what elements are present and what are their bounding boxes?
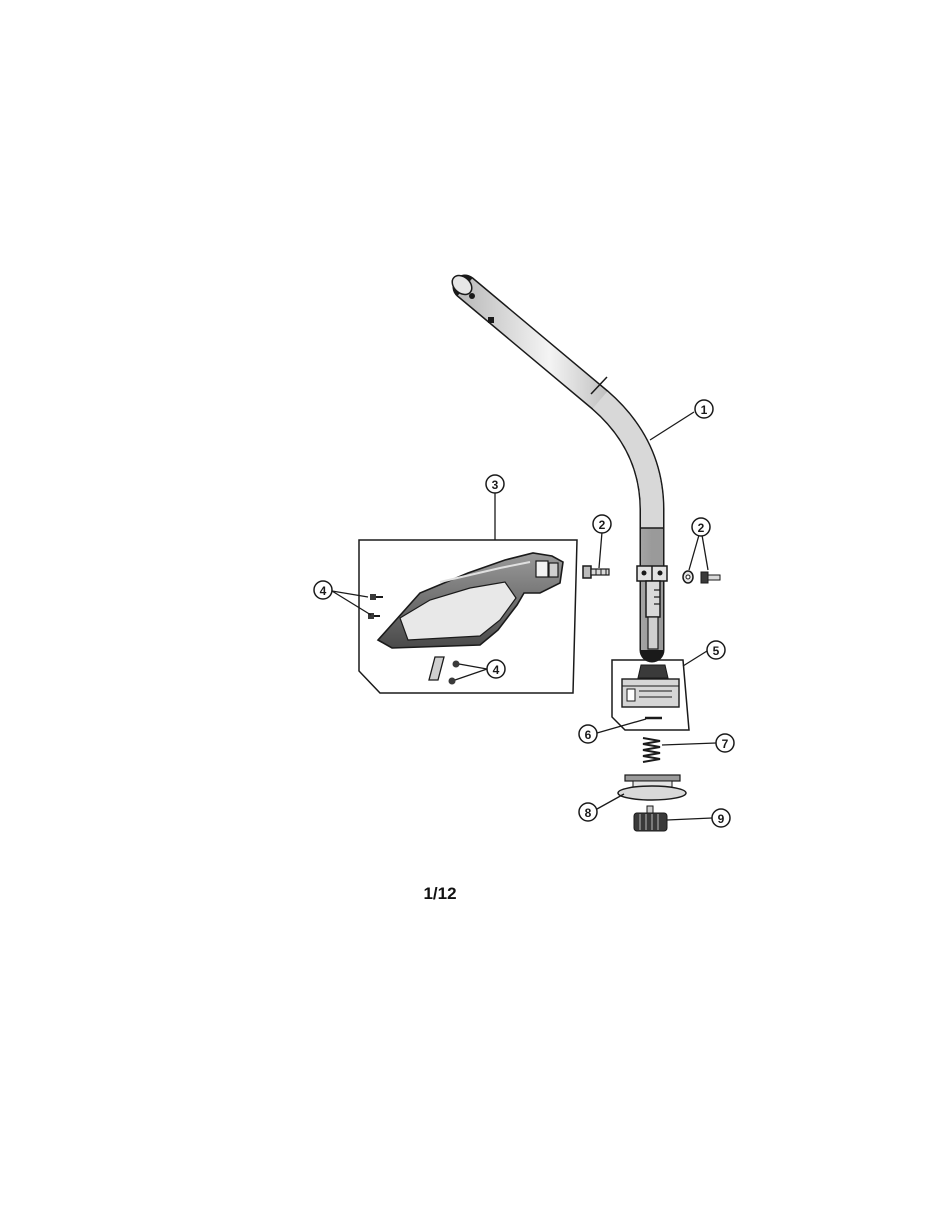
callout-6: 6	[578, 724, 598, 744]
callout-number: 7	[722, 737, 729, 751]
callout-2b: 2	[691, 517, 711, 537]
leader-2b-washer	[688, 534, 700, 571]
leader-4a-lower	[331, 590, 372, 616]
callout-number: 8	[585, 806, 592, 820]
callout-8: 8	[578, 802, 598, 822]
part-1-shaft-tube	[451, 274, 668, 663]
leader-5	[682, 650, 708, 667]
part-5-spool-housing-box	[611, 659, 690, 731]
callout-4b: 4	[486, 659, 506, 679]
leader-lines	[331, 411, 717, 821]
callout-9: 9	[711, 808, 731, 828]
callout-number: 2	[599, 518, 606, 532]
callout-number: 3	[492, 478, 499, 492]
part-9-bump-knob	[633, 805, 668, 832]
callout-5: 5	[706, 640, 726, 660]
part-7-spring	[642, 737, 661, 763]
leader-4b-upper	[458, 663, 488, 670]
leader-9	[666, 817, 713, 821]
callout-3: 3	[485, 474, 505, 494]
page-number: 1/12	[423, 884, 457, 903]
callout-number: 4	[493, 663, 500, 677]
part-4-screw-upper-1	[370, 594, 383, 600]
leader-2b-bolt	[701, 534, 709, 571]
leader-6	[596, 718, 647, 734]
part-4-screw-lower-1	[452, 660, 460, 668]
part-4-screw-upper-2	[368, 613, 380, 619]
callout-number: 4	[320, 584, 327, 598]
leader-8	[596, 793, 625, 810]
callout-number: 5	[713, 644, 720, 658]
part-8-spool	[617, 774, 687, 801]
callout-4a: 4	[313, 580, 333, 600]
callout-number: 6	[585, 728, 592, 742]
leader-4b-lower	[454, 668, 488, 681]
callout-number: 9	[718, 812, 725, 826]
callout-2a: 2	[592, 514, 612, 534]
part-2-screw-left	[582, 565, 610, 579]
leader-2a	[598, 531, 603, 569]
callout-number: 1	[701, 403, 708, 417]
part-2-washer-bolt-right	[682, 570, 721, 584]
callout-number: 2	[698, 521, 705, 535]
leader-1	[649, 411, 695, 441]
callout-7: 7	[715, 733, 735, 753]
callout-1: 1	[694, 399, 714, 419]
leader-4a-upper	[331, 590, 369, 598]
part-3-guard-assembly-box	[358, 539, 578, 694]
part-4-screw-lower-2	[448, 677, 456, 685]
leader-7	[661, 742, 717, 746]
